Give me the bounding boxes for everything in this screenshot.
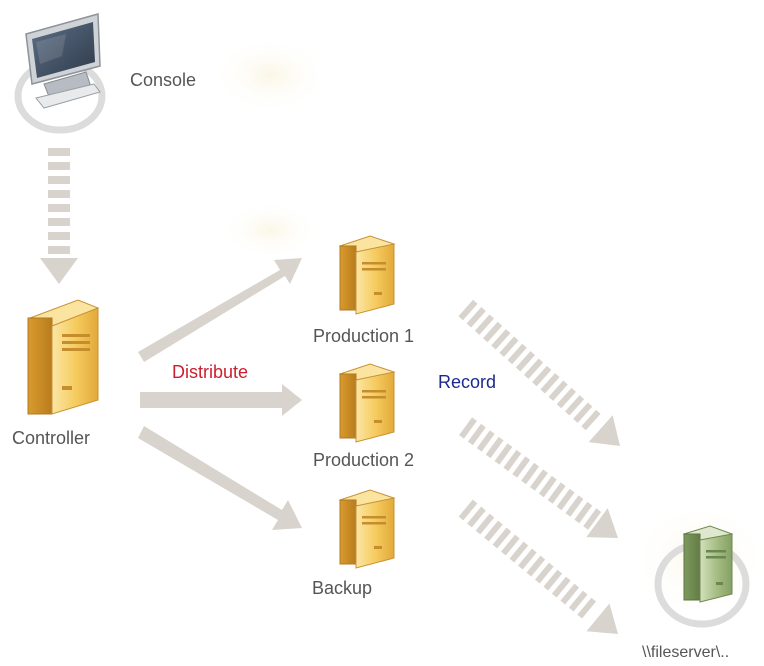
distribute-arrows xyxy=(138,258,302,530)
record-arrow-dash xyxy=(475,513,495,535)
arrow-to-production-1 xyxy=(138,258,302,362)
record-arrow-dash xyxy=(530,469,548,491)
record-arrow-dash xyxy=(543,569,563,591)
production-1-server-icon xyxy=(338,235,396,315)
arrow-to-backup xyxy=(138,426,302,530)
record-arrow-dash xyxy=(476,430,495,452)
record-arrow-dash xyxy=(577,597,597,619)
record-arrow-dash xyxy=(547,482,566,504)
record-arrow-from-production-1 xyxy=(458,299,620,446)
record-arrow-dash xyxy=(556,387,576,409)
record-arrow-dash xyxy=(583,508,602,530)
record-arrow-dash xyxy=(492,527,512,549)
console-label: Console xyxy=(130,70,197,90)
record-arrow-dash xyxy=(564,395,585,416)
record-arrow-dash xyxy=(534,562,554,584)
record-arrow-dash xyxy=(499,336,519,357)
record-edge-label: Record xyxy=(438,372,497,392)
record-arrow-dash xyxy=(509,541,529,563)
backup-label: Backup xyxy=(312,578,373,598)
record-arrow-dash xyxy=(526,555,546,577)
monitor-icon xyxy=(14,13,106,134)
record-arrow-dash xyxy=(483,321,503,343)
record-arrow-dash xyxy=(458,499,478,521)
record-arrow-dash xyxy=(515,351,535,372)
record-arrow-dash xyxy=(532,365,552,387)
record-arrow-dash xyxy=(540,373,560,394)
fileserver-label: \\fileserver\.. xyxy=(642,644,730,661)
console-to-controller-arrow xyxy=(40,148,78,284)
record-arrow-dash xyxy=(573,402,593,423)
backup-server-icon xyxy=(338,489,396,569)
record-arrow-dash xyxy=(556,488,575,511)
record-arrows xyxy=(458,299,620,635)
distribute-edge-label: Distribute xyxy=(172,362,249,382)
production-1-label: Production 1 xyxy=(313,326,415,346)
record-arrow-dash xyxy=(467,423,486,446)
record-arrow-dash xyxy=(474,314,494,335)
record-arrow-dash xyxy=(581,409,601,431)
record-arrow-dash xyxy=(491,329,511,350)
record-arrow-head xyxy=(588,415,620,446)
record-arrow-dash xyxy=(521,462,540,485)
controller-label: Controller xyxy=(12,428,91,448)
record-arrow-head xyxy=(586,508,618,539)
arrow-to-production-2 xyxy=(140,384,302,416)
record-arrow-dash xyxy=(485,436,504,459)
record-arrow-dash xyxy=(494,443,513,465)
record-arrow-dash xyxy=(459,417,477,439)
record-arrow-dash xyxy=(503,449,522,472)
record-arrow-dash xyxy=(467,506,486,528)
record-arrow-dash xyxy=(560,583,580,605)
record-arrow-dash xyxy=(512,456,531,478)
record-arrow-dash xyxy=(551,576,571,598)
record-arrow-dash xyxy=(524,358,544,379)
record-arrow-from-backup xyxy=(458,499,618,635)
record-arrow-dash xyxy=(501,534,520,556)
file-server-icon xyxy=(654,525,750,628)
record-arrow-from-production-2 xyxy=(459,417,618,539)
record-arrow-head xyxy=(586,603,618,635)
controller-server-icon xyxy=(27,299,100,415)
record-arrow-dash xyxy=(484,520,503,542)
record-arrow-dash xyxy=(466,307,486,328)
production-2-server-icon xyxy=(338,363,396,443)
record-arrow-dash xyxy=(507,343,527,365)
record-arrow-dash xyxy=(548,380,568,401)
record-arrow-dash xyxy=(518,548,537,570)
record-arrow-dash xyxy=(458,299,478,321)
record-arrow-dash xyxy=(565,495,584,517)
record-arrow-dash xyxy=(574,501,593,524)
record-arrow-dash xyxy=(568,590,588,612)
record-arrow-dash xyxy=(538,475,557,498)
production-2-label: Production 2 xyxy=(313,450,415,470)
